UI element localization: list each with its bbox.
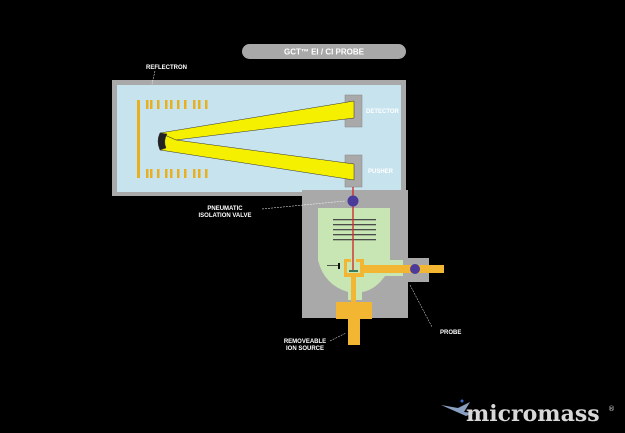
probe: [364, 264, 444, 274]
reflectron: [137, 100, 208, 178]
pneumatic-isolation-valve: [347, 195, 359, 207]
pusher-label: PUSHER: [368, 169, 394, 175]
valve-label-2: ISOLATION VALVE: [198, 213, 251, 219]
title-banner: GCT™ EI / CI PROBE: [242, 44, 406, 59]
detector-label: DETECTOR: [366, 109, 400, 115]
logo-text: micromass: [466, 401, 600, 427]
micromass-logo: micromass ®: [441, 399, 615, 427]
source-housing: [302, 190, 429, 318]
ion-beam: [157, 100, 355, 181]
valve-label-1: PNEUMATIC: [207, 206, 243, 212]
ion-source-label-2: ION SOURCE: [286, 346, 324, 352]
probe-label: PROBE: [440, 330, 461, 336]
leader-lines: [151, 70, 433, 342]
registered-mark: ®: [608, 405, 615, 413]
hummingbird-icon: [441, 402, 474, 416]
ion-source: [336, 259, 372, 345]
ion-transfer-path: [352, 187, 354, 272]
diagram-title: GCT™ EI / CI PROBE: [284, 48, 365, 57]
reflectron-label: REFLECTRON: [146, 65, 187, 71]
ion-source-label-1: REMOVEABLE: [284, 339, 326, 345]
